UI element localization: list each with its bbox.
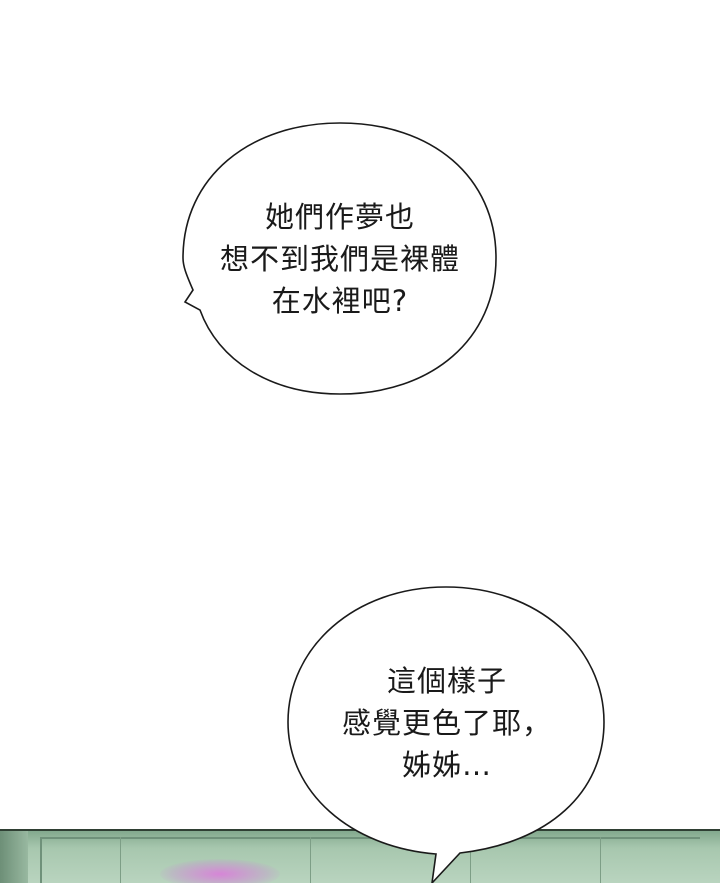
dialogue-line: 在水裡吧? [271,284,409,318]
speech-bubble-1 [182,122,497,395]
panel-frame-line [120,837,121,883]
panel-pink-glow [160,859,280,883]
speech-bubble-2 [287,586,605,883]
panel-wall-strip [0,831,28,883]
panel-frame-line [470,837,471,883]
dialogue-line: 想不到我們是裸體 [219,242,460,276]
dialogue-line: 感覺更色了耶， [341,706,552,740]
dialogue-line: 這個樣子 [386,664,507,698]
panel-frame-line [600,837,601,883]
comic-panel-background [0,829,720,883]
speech-bubble-2-text: 這個樣子 感覺更色了耶， 姊姊… [312,660,582,786]
dialogue-line: 她們作夢也 [264,200,415,234]
panel-frame-line [310,837,311,883]
dialogue-line: 姊姊… [401,748,492,782]
speech-bubble-1-text: 她們作夢也 想不到我們是裸體 在水裡吧? [200,196,480,322]
